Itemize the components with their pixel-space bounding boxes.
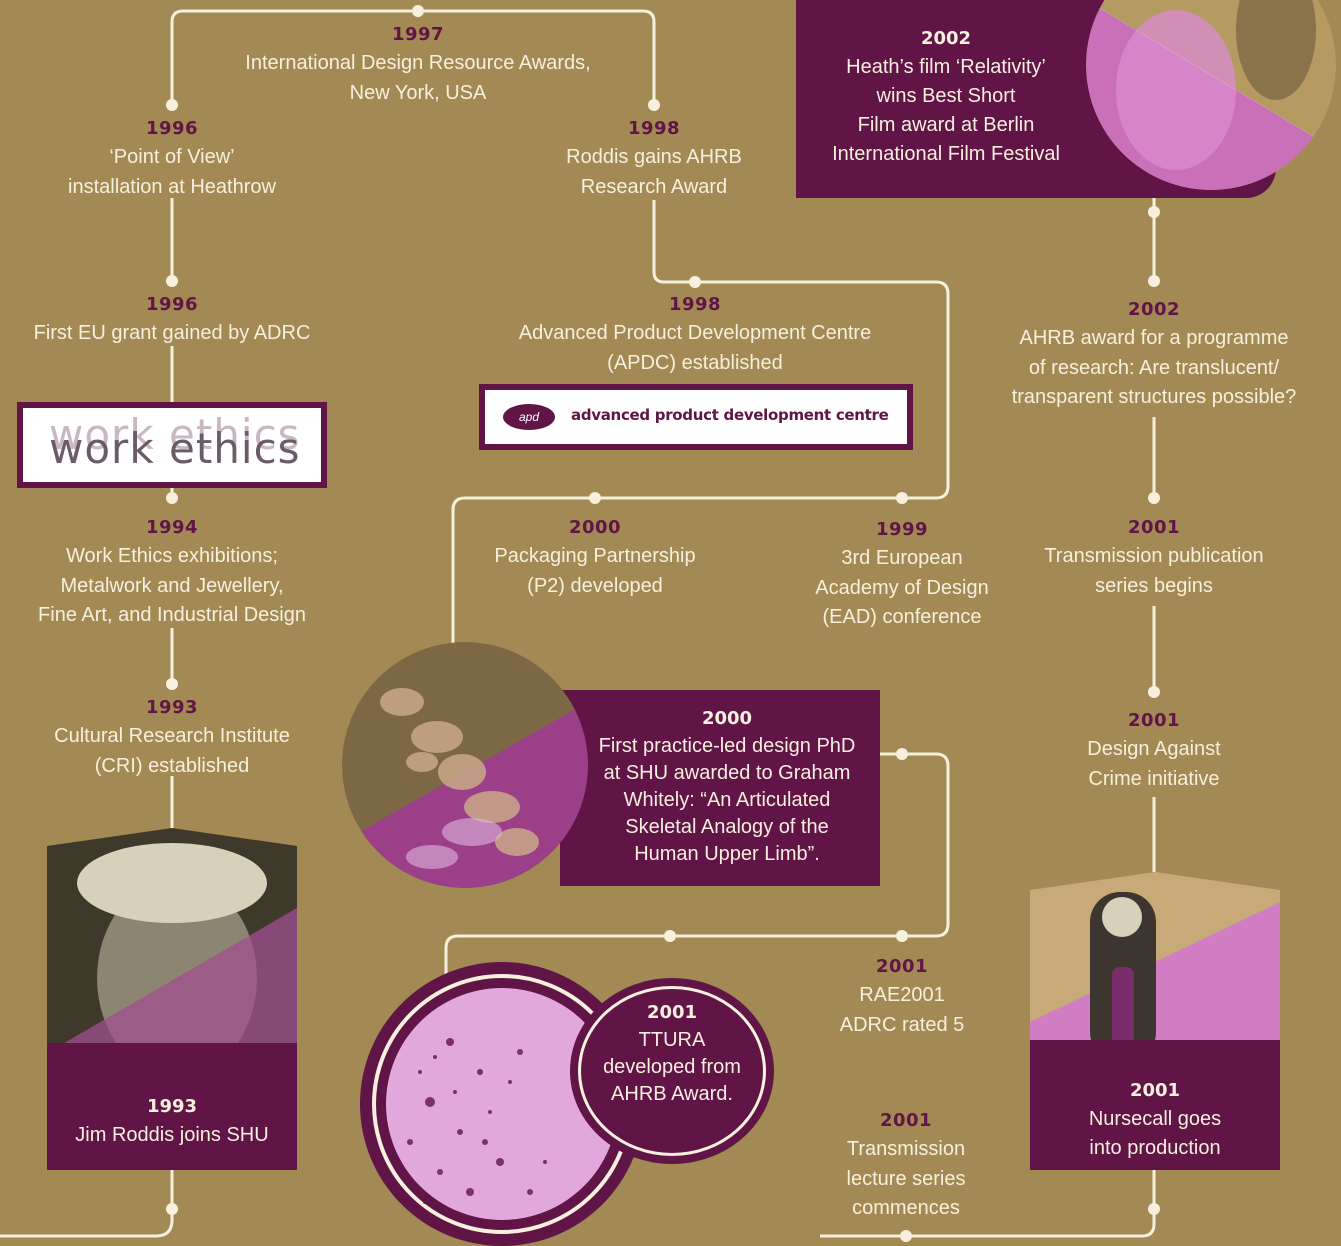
featured-year: 2000 xyxy=(701,708,753,729)
event-year: 2001 xyxy=(879,1110,933,1131)
nursecall-device-photo xyxy=(1030,872,1280,1170)
event-text: First EU grant gained by ADRC xyxy=(33,322,311,344)
event-year: 1998 xyxy=(668,294,722,315)
timeline-nodes xyxy=(166,5,1160,1242)
event-text: Packaging Partnership(P2) developed xyxy=(494,545,696,597)
portrait-photo xyxy=(47,828,297,1170)
event-1998-apdc-established: 1998 Advanced Product Development Centre… xyxy=(519,294,871,378)
apdc-badge: apd xyxy=(503,404,555,430)
event-year: 2000 xyxy=(568,517,622,538)
connector-middle-loop xyxy=(451,200,950,646)
connector-bottom-left xyxy=(0,1170,174,1238)
featured-year: 1993 xyxy=(146,1096,198,1117)
event-year: 1993 xyxy=(145,697,199,718)
featured-year: 2001 xyxy=(646,1002,698,1023)
logo-watermark: work ethics xyxy=(49,410,301,459)
event-text: International Design Resource Awards,New… xyxy=(245,52,591,104)
connector-right-column xyxy=(820,195,1156,1238)
event-text: ‘Point of View’installation at Heathrow xyxy=(68,146,276,198)
connector-phd-ttura xyxy=(444,752,950,975)
event-text: Advanced Product Development Centre(APDC… xyxy=(518,322,872,374)
event-2000-packaging-partnership: 2000 Packaging Partnership(P2) developed xyxy=(494,517,695,601)
event-text: Cultural Research Institute(CRI) establi… xyxy=(54,725,290,777)
event-1997-international-design-resource-awards: 1997 International Design Resource Award… xyxy=(245,24,590,108)
event-year: 1996 xyxy=(145,118,199,139)
apdc-logo: apd advanced product development centre xyxy=(479,384,913,450)
event-year: 1996 xyxy=(145,294,199,315)
featured-year: 2002 xyxy=(920,28,972,49)
featured-year: 2001 xyxy=(1129,1080,1181,1101)
event-1996-first-eu-grant: 1996 First EU grant gained by ADRC xyxy=(34,294,311,349)
event-text: Work Ethics exhibitions;Metalwork and Je… xyxy=(38,545,306,626)
featured-text: 1993 Jim Roddis joins SHU xyxy=(47,1096,297,1150)
event-year: 1998 xyxy=(627,118,681,139)
apdc-name: advanced product development centre xyxy=(571,406,889,424)
event-year: 2002 xyxy=(1127,299,1181,320)
event-year: 2001 xyxy=(1127,710,1181,731)
event-year: 1994 xyxy=(145,517,199,538)
event-1996-point-of-view: 1996 ‘Point of View’installation at Heat… xyxy=(68,118,276,202)
event-year: 1997 xyxy=(391,24,445,45)
event-year: 2001 xyxy=(875,956,929,977)
featured-1993-jim-roddis: 1993 Jim Roddis joins SHU xyxy=(47,828,297,1170)
featured-text: 2002 Heath’s film ‘Relativity’wins Best … xyxy=(796,28,1096,169)
event-year: 2001 xyxy=(1127,517,1181,538)
event-1994-work-ethics-exhibitions: 1994 Work Ethics exhibitions;Metalwork a… xyxy=(38,517,306,631)
work-ethics-logo: work ethics work ethics xyxy=(17,402,327,488)
logo-text: work ethics xyxy=(49,424,301,473)
event-1993-cri-established: 1993 Cultural Research Institute(CRI) es… xyxy=(54,697,290,781)
event-year: 1999 xyxy=(875,519,929,540)
skeletal-hand-photo xyxy=(342,642,588,888)
